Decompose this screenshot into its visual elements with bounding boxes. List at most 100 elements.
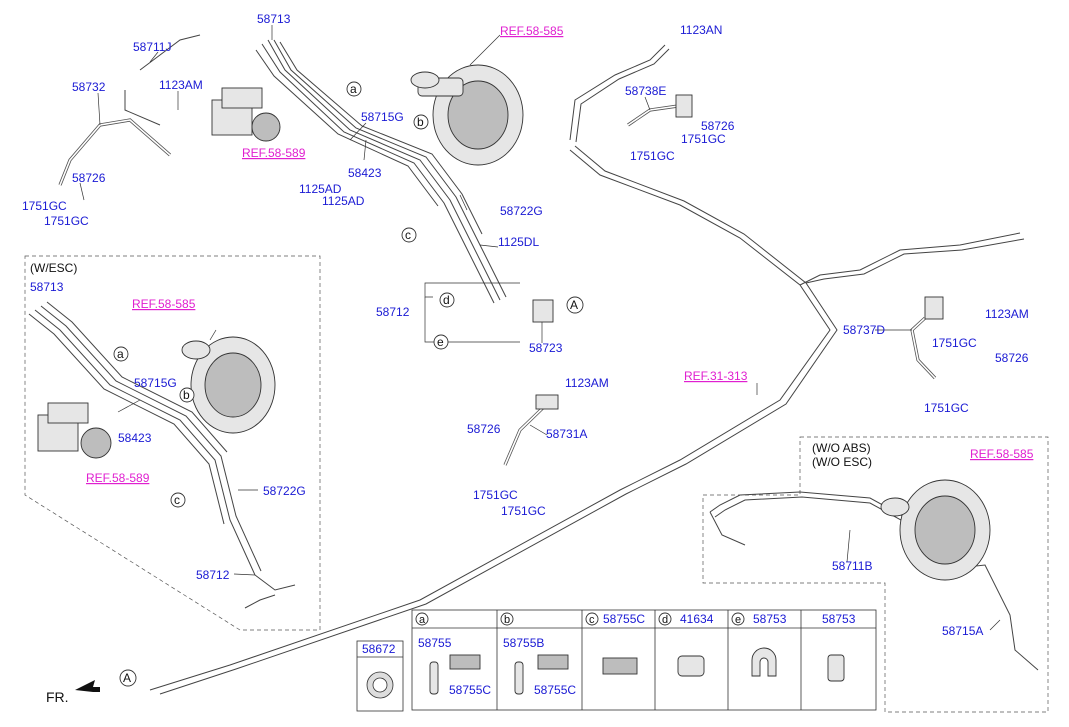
svg-text:58755B: 58755B <box>503 636 544 650</box>
callout-d: d <box>439 292 455 308</box>
wo-abs-header: (W/O ABS) <box>812 441 871 455</box>
ref-58-585-top: REF.58-585 <box>500 24 564 38</box>
svg-text:a: a <box>419 614 426 626</box>
svg-text:b: b <box>504 614 510 626</box>
legend-cell-f: 58753 <box>822 612 856 682</box>
callout-a-esc: a <box>113 346 129 362</box>
label-1751gc-r2: 1751GC <box>924 401 969 415</box>
esc-label-58713: 58713 <box>30 280 64 294</box>
label-58713: 58713 <box>257 12 291 26</box>
wo-abs-variant-box <box>702 436 1049 713</box>
hose-58738e <box>627 94 693 127</box>
callout-A-right: A <box>566 296 584 314</box>
svg-text:FR.: FR. <box>46 689 69 705</box>
ref-58-585-wo: REF.58-585 <box>970 447 1034 461</box>
label-58726-tr: 58726 <box>701 119 735 133</box>
callout-c-top: c <box>401 227 417 243</box>
legend-cell-b: b 58755B 58755C <box>500 612 576 697</box>
label-58726-mid: 58726 <box>467 422 501 436</box>
svg-text:58672: 58672 <box>362 642 396 656</box>
label-1751gc-r1: 1751GC <box>932 336 977 350</box>
callout-a-top: a <box>346 81 362 97</box>
esc-label-58715g: 58715G <box>134 376 177 390</box>
svg-text:58755C: 58755C <box>534 683 576 697</box>
leader-lines <box>79 25 1001 631</box>
legend-cell-e: e 58753 <box>731 612 787 677</box>
label-58722g: 58722G <box>500 204 543 218</box>
ref-58-589-esc: REF.58-589 <box>86 471 150 485</box>
label-1123am-top: 1123AM <box>159 78 203 92</box>
svg-text:d: d <box>662 614 668 626</box>
label-58711b: 58711B <box>832 559 872 573</box>
part-58672-box: 58672 <box>356 640 404 712</box>
legend-cell-d: d 41634 <box>658 612 714 677</box>
svg-text:58755C: 58755C <box>603 612 645 626</box>
svg-text:e: e <box>437 335 444 349</box>
main-brake-line-long <box>149 145 838 695</box>
label-58738e: 58738E <box>625 84 666 98</box>
svg-text:A: A <box>123 671 131 685</box>
svg-text:A: A <box>570 298 578 312</box>
rear-left-brake-line <box>569 44 670 143</box>
front-arrow: FR. <box>46 680 100 705</box>
ref-31-313: REF.31-313 <box>684 369 748 383</box>
legend-cell-c: c 58755C <box>585 612 645 675</box>
label-58726-left: 58726 <box>72 171 106 185</box>
callout-A-bottom: A <box>119 669 137 687</box>
svg-text:58753: 58753 <box>753 612 787 626</box>
label-1123am-right: 1123AM <box>985 307 1029 321</box>
label-58732: 58732 <box>72 80 106 94</box>
svg-text:e: e <box>735 614 741 626</box>
svg-text:c: c <box>174 493 180 507</box>
svg-text:58753: 58753 <box>822 612 856 626</box>
callout-b-top: b <box>413 114 429 130</box>
svg-text:41634: 41634 <box>680 612 714 626</box>
ref-58-589-top: REF.58-589 <box>242 146 306 160</box>
label-1125dl: 1125DL <box>498 235 539 249</box>
abs-module-top <box>211 87 281 142</box>
label-1123an: 1123AN <box>680 23 722 37</box>
label-58715g: 58715G <box>361 110 404 124</box>
label-1123am-mid: 1123AM <box>565 376 609 390</box>
svg-text:c: c <box>405 228 411 242</box>
callout-b-esc: b <box>179 387 195 403</box>
pipe-harness-esc <box>28 301 296 609</box>
legend-table: a 58755 58755C b 58755B 58755C c 58755C … <box>411 609 877 711</box>
svg-text:b: b <box>417 115 424 129</box>
svg-text:a: a <box>350 82 357 96</box>
bracket-58723 <box>532 299 554 323</box>
label-58712: 58712 <box>376 305 410 319</box>
svg-text:58755: 58755 <box>418 636 452 650</box>
hose-58731a <box>503 394 559 466</box>
legend-cell-a: a 58755 58755C <box>415 612 491 697</box>
label-58723: 58723 <box>529 341 563 355</box>
label-58726-right: 58726 <box>995 351 1029 365</box>
label-1125ad-2: 1125AD <box>322 194 365 208</box>
esc-variant-box <box>24 255 321 631</box>
wo-esc-header: (W/O ESC) <box>812 455 872 469</box>
esc-label-58712: 58712 <box>196 568 230 582</box>
ref-58-585-esc: REF.58-585 <box>132 297 196 311</box>
right-brake-line <box>799 232 1025 286</box>
pipe-harness-top <box>255 39 507 304</box>
abs-module-esc <box>37 402 112 459</box>
callout-e: e <box>433 334 449 350</box>
esc-header: (W/ESC) <box>30 261 77 275</box>
svg-text:c: c <box>589 614 595 626</box>
label-1751gc-m1: 1751GC <box>473 488 518 502</box>
label-58731a: 58731A <box>546 427 587 441</box>
label-1751gc-tr1: 1751GC <box>681 132 726 146</box>
svg-text:b: b <box>183 388 190 402</box>
label-58423: 58423 <box>348 166 382 180</box>
label-58711j: 58711J <box>133 40 171 54</box>
esc-label-58423: 58423 <box>118 431 152 445</box>
brake-booster-wo-abs <box>880 479 991 581</box>
label-1125ad-1: 1125AD <box>299 182 342 196</box>
esc-label-58722g: 58722G <box>263 484 306 498</box>
label-1751gc-m2: 1751GC <box>501 504 546 518</box>
label-1751gc-l2: 1751GC <box>44 214 89 228</box>
svg-text:a: a <box>117 347 124 361</box>
label-58737d: 58737D <box>843 323 885 337</box>
brake-booster-esc <box>181 336 276 434</box>
